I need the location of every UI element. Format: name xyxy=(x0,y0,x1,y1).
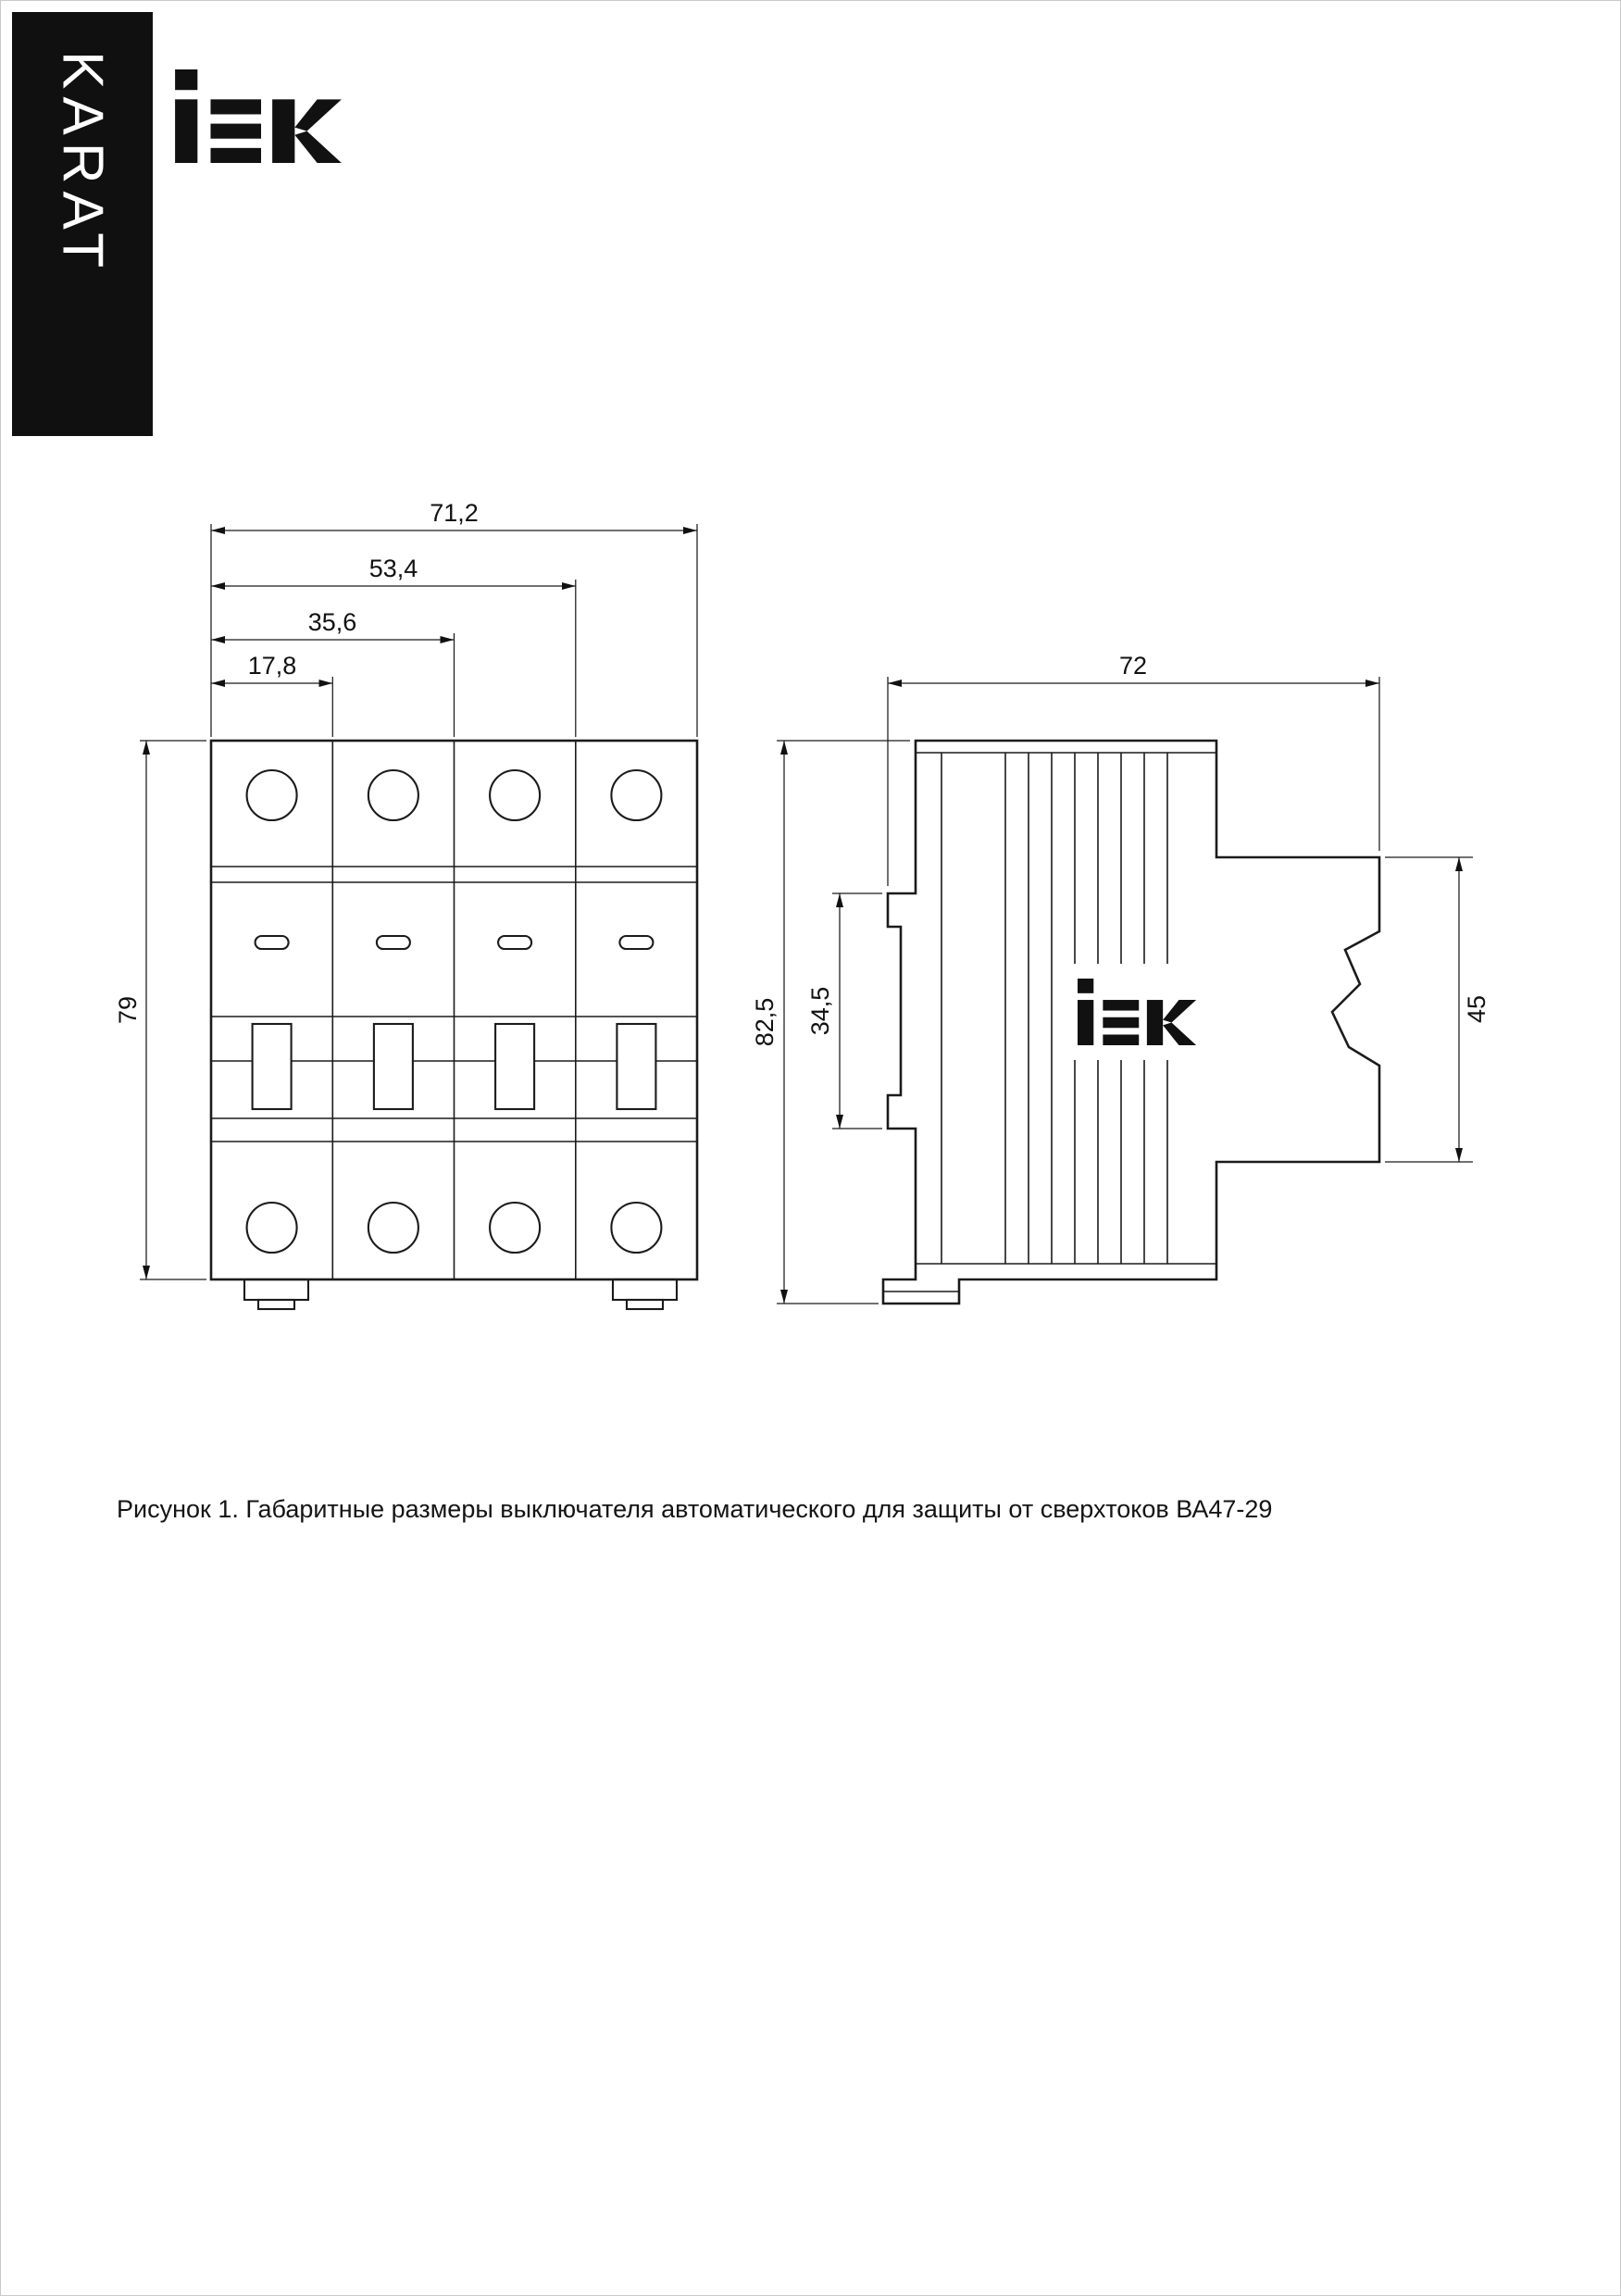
front-din-clips xyxy=(243,1278,679,1311)
dim-front-two-poles: 35,6 xyxy=(308,608,357,636)
dim-front-three-poles: 53,4 xyxy=(369,555,418,582)
front-label-windows xyxy=(254,934,655,951)
front-bottom-terminal-screws xyxy=(245,1201,663,1254)
front-dimensions: 71,2 53,4 35,6 17,8 79 xyxy=(114,499,698,1280)
side-dimensions: 72 82,5 34,5 45 xyxy=(751,652,1490,1304)
front-view xyxy=(209,739,699,1311)
front-top-terminal-screws xyxy=(245,768,663,822)
dim-front-total: 71,2 xyxy=(430,499,479,527)
iek-logo xyxy=(175,69,342,163)
dim-front-one-pole: 17,8 xyxy=(248,652,297,680)
dim-side-groove: 34,5 xyxy=(806,987,834,1036)
karat-banner: KARAT xyxy=(12,12,153,436)
dim-side-height: 82,5 xyxy=(751,998,779,1047)
karat-label: KARAT xyxy=(50,51,115,276)
dim-side-face: 45 xyxy=(1463,995,1490,1023)
side-view xyxy=(881,739,1381,1305)
side-body-outline xyxy=(881,739,1381,1305)
dim-side-depth: 72 xyxy=(1119,652,1147,680)
front-toggle-handles xyxy=(251,1022,657,1111)
dim-front-height: 79 xyxy=(114,996,142,1024)
iek-logo-glyphs xyxy=(175,69,342,163)
figure-caption: Рисунок 1. Габаритные размеры выключател… xyxy=(117,1495,1273,1523)
side-iek-logo xyxy=(1078,979,1197,1045)
